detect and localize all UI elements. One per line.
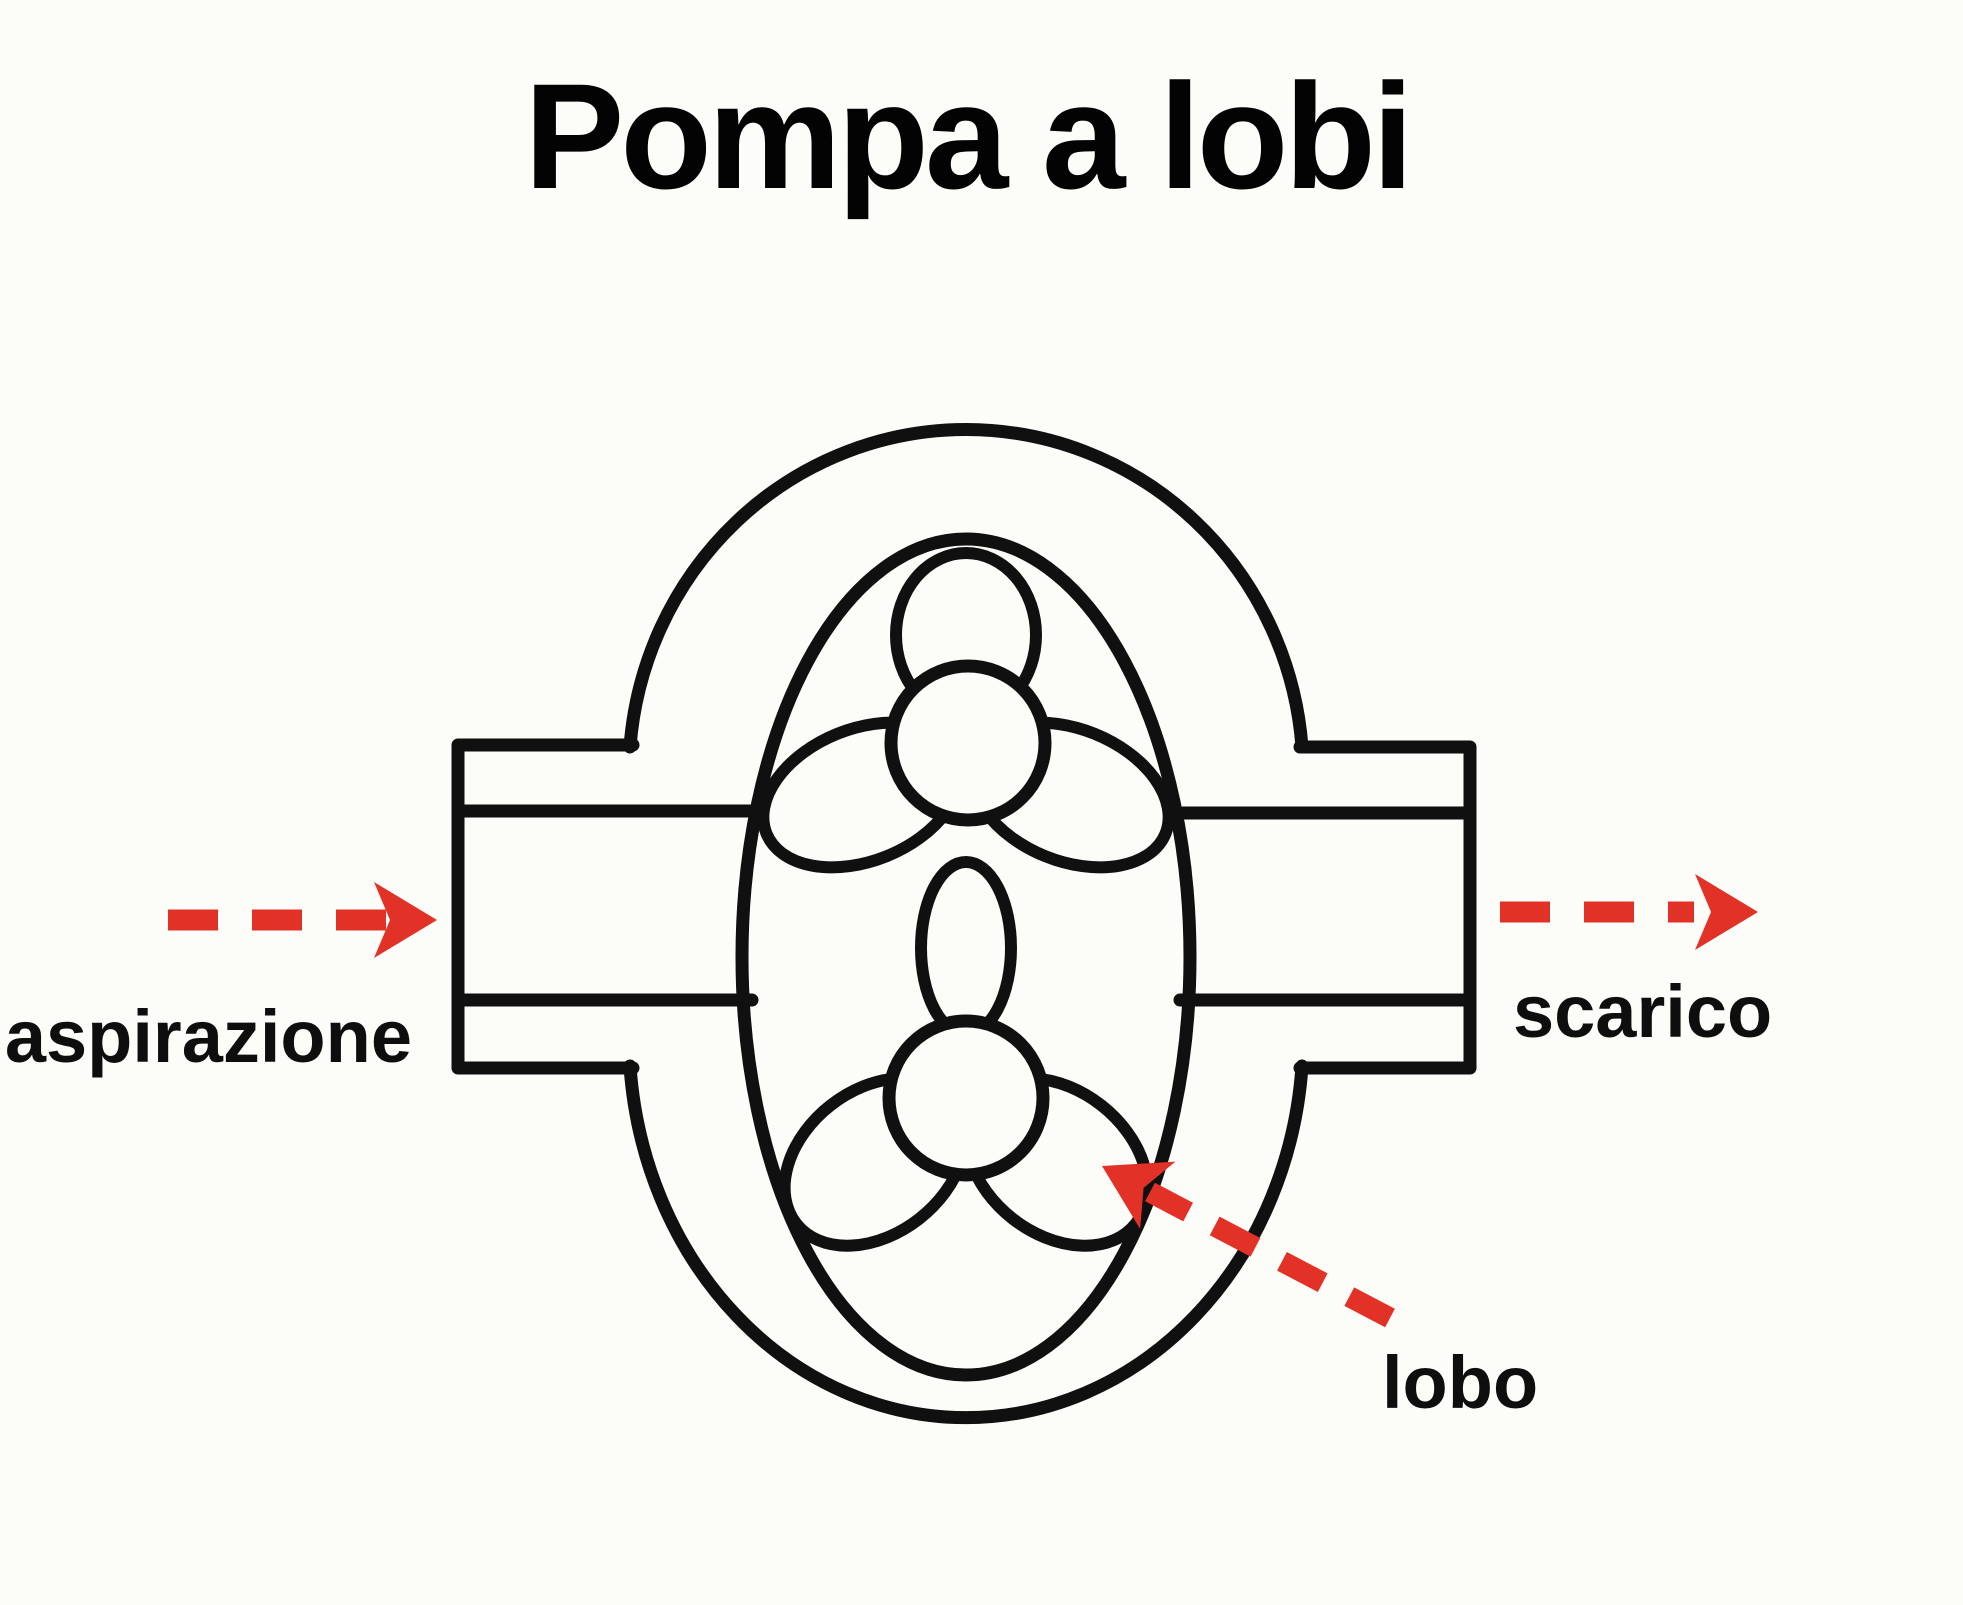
pump-chamber-oval [735, 532, 1197, 1382]
pipe-channel-walls [451, 804, 1477, 1007]
casing-top-arc [623, 423, 1309, 754]
lobe-arrowhead-icon [1102, 1161, 1176, 1229]
lower-shaft-circle [882, 1014, 1050, 1182]
lobe-label: lobo [1382, 1341, 1538, 1424]
pipe-outline [451, 738, 1477, 1075]
flow-arrows [168, 874, 1758, 1328]
inlet-arrowhead-icon [374, 882, 437, 958]
meshing-lobe [915, 856, 1017, 1040]
outlet-label: scarico [1513, 970, 1772, 1053]
inlet-label: aspirazione [5, 995, 412, 1078]
outlet-arrowhead-icon [1695, 874, 1758, 950]
page-title: Pompa a lobi [524, 52, 1409, 220]
diagram-labels: aspirazione scarico lobo [5, 970, 1772, 1424]
pump-diagram [451, 423, 1477, 1425]
casing-bottom-arc [623, 1059, 1309, 1425]
lobe-arrow-dashes [1145, 1182, 1395, 1328]
upper-shaft-circle [884, 659, 1052, 827]
